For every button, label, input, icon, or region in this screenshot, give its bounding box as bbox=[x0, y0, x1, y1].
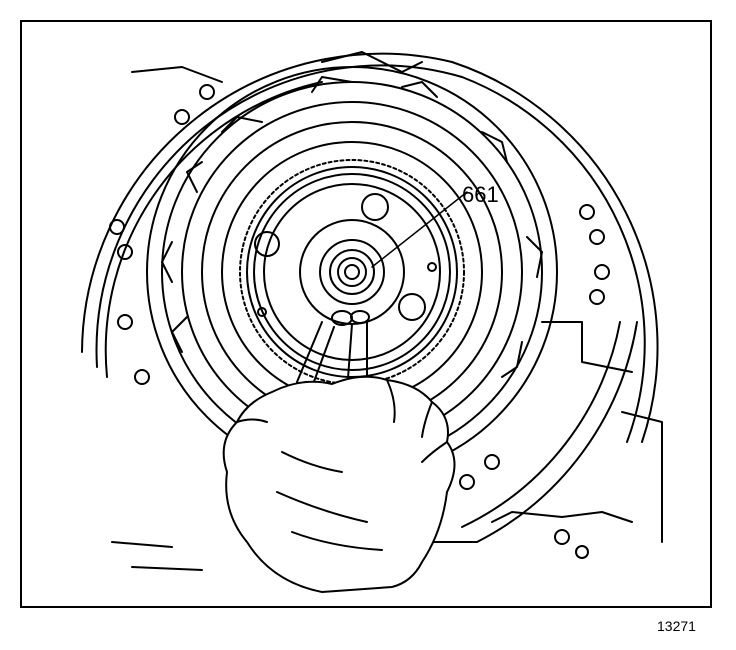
housing-rings bbox=[81, 52, 659, 543]
illustration-frame: 661 bbox=[20, 20, 712, 608]
gear-hub bbox=[254, 183, 441, 361]
figure-number: 13271 bbox=[657, 618, 696, 634]
outer-bolt-holes bbox=[109, 84, 610, 559]
clutch-plate-tabs bbox=[161, 76, 543, 378]
sun-gear bbox=[239, 159, 465, 385]
callout-leader-line bbox=[371, 191, 468, 268]
case-edges bbox=[111, 51, 663, 571]
technician-hand bbox=[222, 375, 456, 593]
transmission-illustration bbox=[81, 51, 663, 593]
callout-label: 661 bbox=[462, 182, 499, 207]
